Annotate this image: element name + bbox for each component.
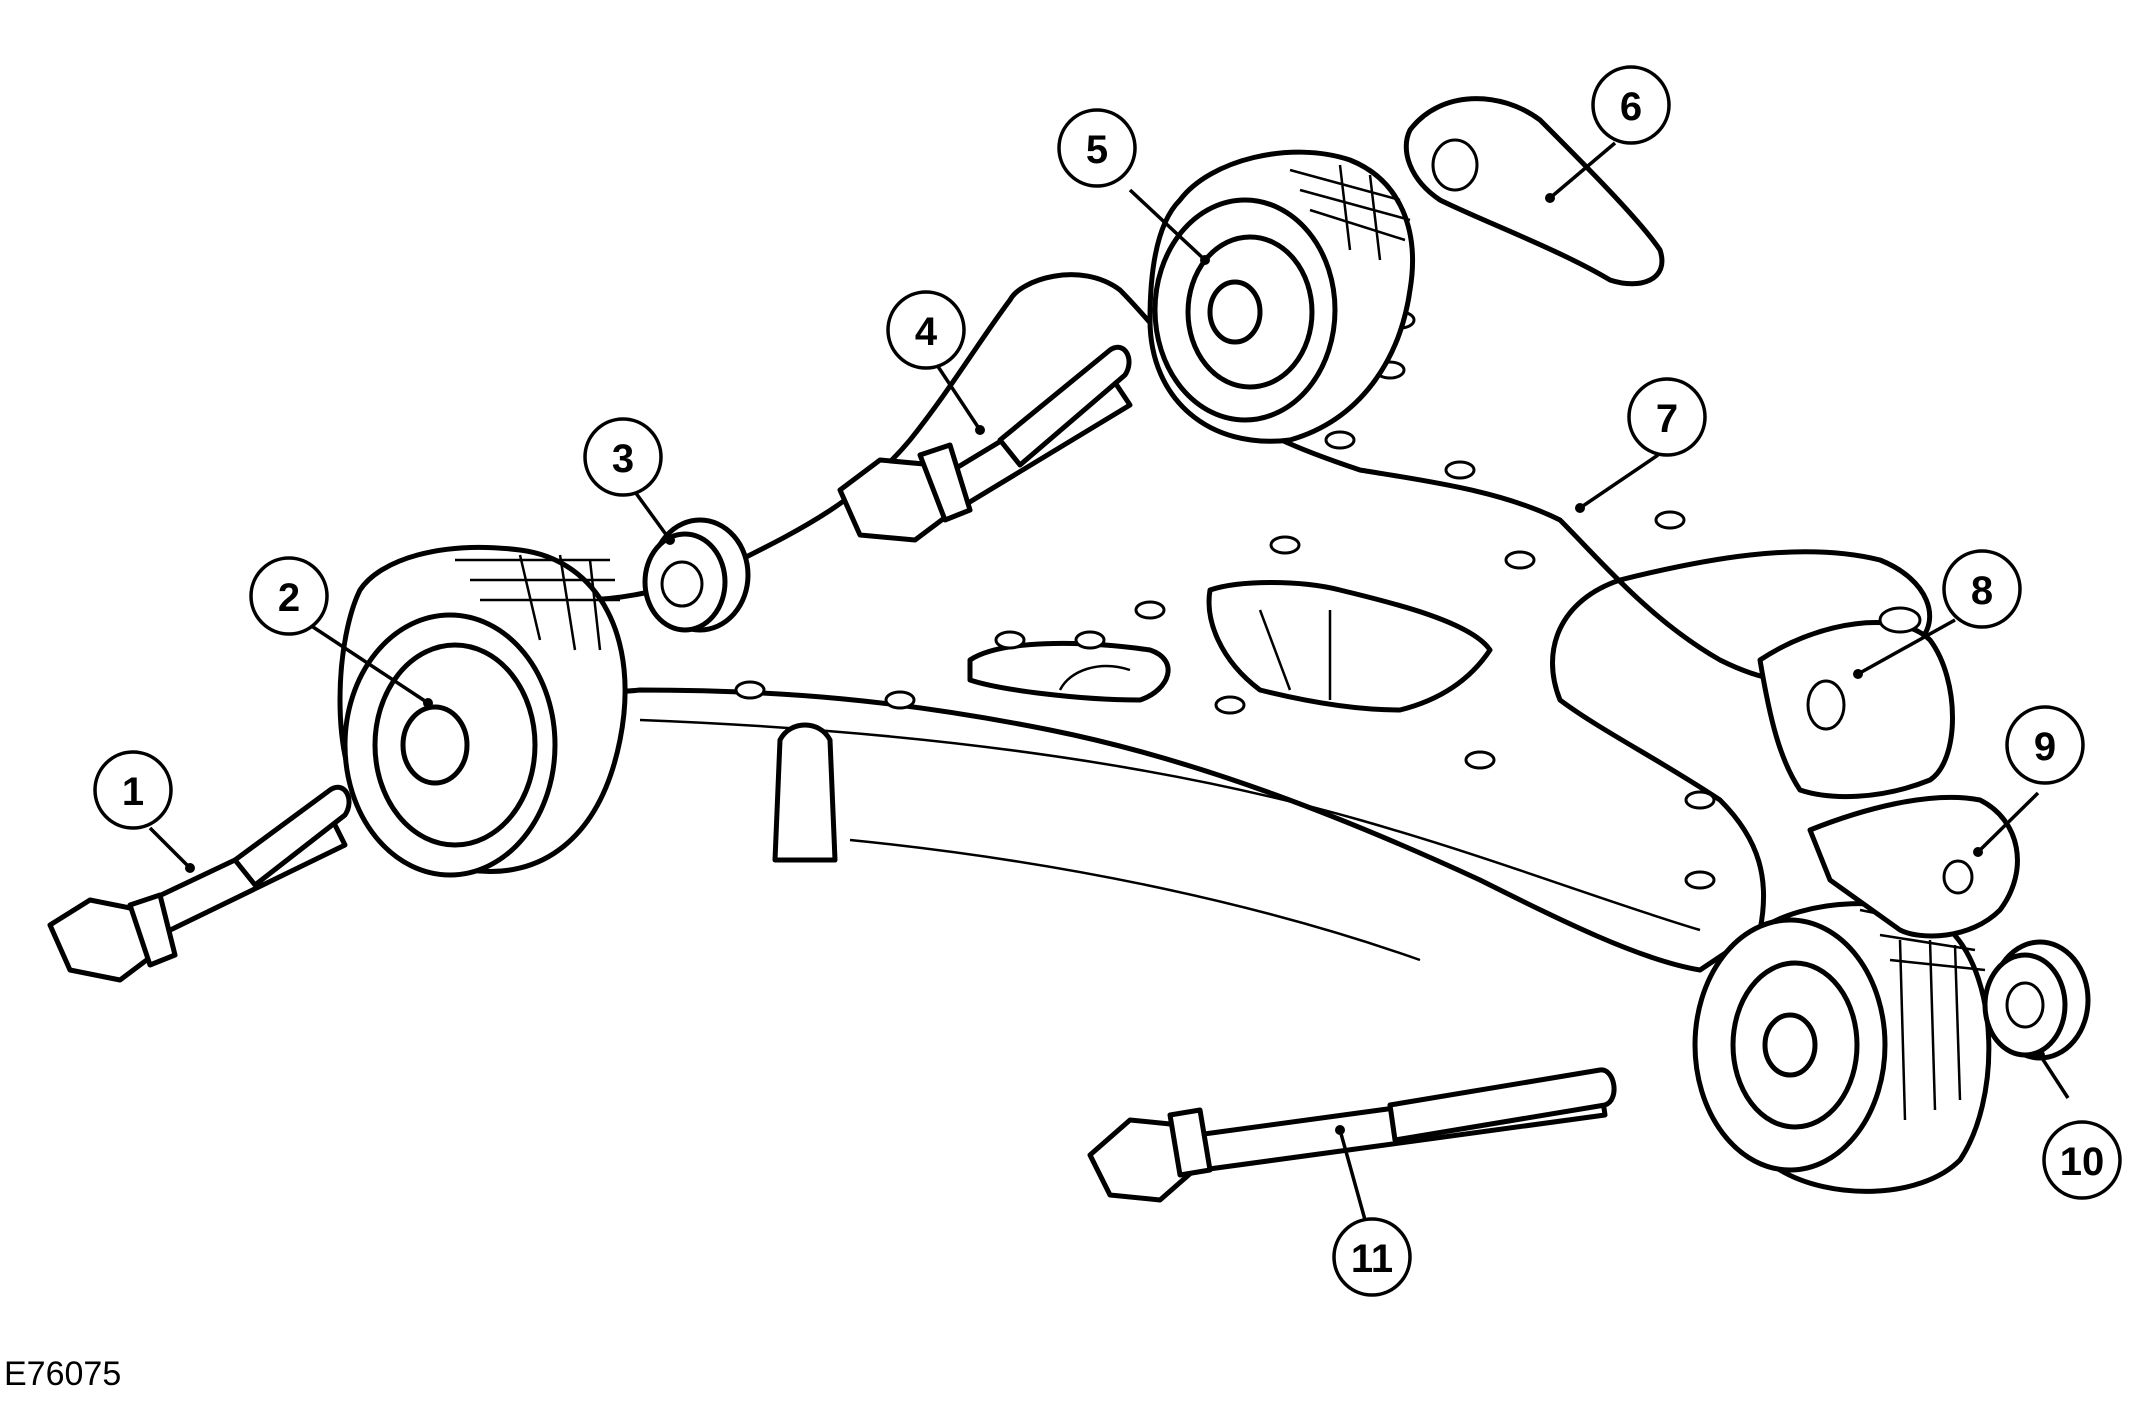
- callout-9-number: 9: [2034, 725, 2056, 769]
- callout-8-number: 8: [1971, 569, 1993, 613]
- callout-5-number: 5: [1086, 128, 1108, 172]
- callout-7-number: 7: [1656, 397, 1678, 441]
- flange-nut-front: [642, 517, 751, 633]
- callout-1-number: 1: [122, 770, 144, 814]
- figure-id-label: E76075: [4, 1355, 122, 1393]
- callout-4-number: 4: [915, 310, 938, 354]
- callout-6-number: 6: [1620, 85, 1642, 129]
- bracket-lower: [1807, 794, 2020, 939]
- callout-6: 6: [1591, 65, 1671, 145]
- callout-11: 11: [1332, 1217, 1412, 1297]
- rear-lower-bushing: [1692, 901, 1992, 1194]
- callout-4: 4: [886, 290, 966, 370]
- callout-2-number: 2: [278, 576, 300, 620]
- rear-bolt: [1087, 1067, 1617, 1203]
- callout-11-number: 11: [1351, 1237, 1393, 1281]
- callout-9: 9: [2005, 705, 2085, 785]
- callout-10: 10: [2042, 1120, 2122, 1200]
- callout-3: 3: [583, 417, 663, 497]
- callout-10-number: 10: [2060, 1140, 2105, 1184]
- callout-3-number: 3: [612, 437, 634, 481]
- callout-1: 1: [93, 750, 173, 830]
- bracket: [1757, 606, 1955, 800]
- callout-5: 5: [1057, 108, 1137, 188]
- cam-washer: [1403, 96, 1665, 287]
- callout-2: 2: [249, 556, 329, 636]
- callout-8: 8: [1942, 549, 2022, 629]
- leader-dots: [185, 193, 2045, 1135]
- front-bolt: [47, 785, 352, 983]
- lower-control-arm: [417, 272, 1933, 973]
- callout-7: 7: [1627, 377, 1707, 457]
- flange-nut-rear: [1982, 939, 2091, 1061]
- arm-holes: [734, 310, 1716, 890]
- rear-upper-bushing: [1147, 149, 1415, 444]
- upper-bolt: [837, 345, 1133, 543]
- front-bushing: [337, 544, 628, 878]
- leader-lines: [148, 141, 2070, 1228]
